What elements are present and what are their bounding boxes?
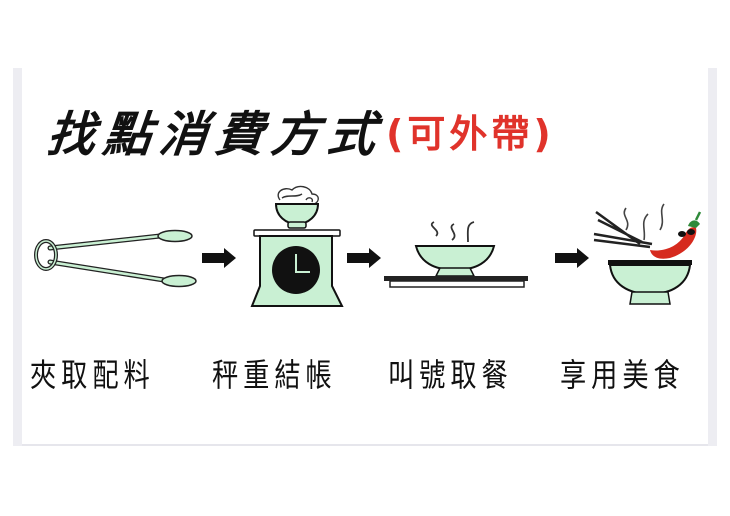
arrow-right-icon: [347, 248, 381, 268]
step-label-enjoy-meal: 享用美食: [560, 356, 685, 394]
frame-strip-right: [708, 68, 717, 446]
frame-strip-left: [13, 68, 22, 446]
step-label-pick-toppings: 夾取配料: [30, 356, 155, 394]
title-main: 找點消費方式: [44, 107, 387, 163]
arrow-right-icon: [202, 248, 236, 268]
bowl-on-tray-icon: [384, 221, 528, 288]
arrow-right-icon: [555, 248, 589, 268]
step-label-number-pickup: 叫號取餐: [388, 356, 513, 394]
bowl-chopsticks-chili-icon: [593, 203, 702, 305]
title-takeout-note: (可外帶): [386, 111, 555, 156]
page-title: 找點消費方式 (可外帶): [45, 88, 688, 172]
step-label-weigh-pay: 秤重結帳: [212, 356, 337, 394]
scale-with-bowl-icon: [250, 185, 344, 307]
tongs-icon: [34, 229, 197, 288]
